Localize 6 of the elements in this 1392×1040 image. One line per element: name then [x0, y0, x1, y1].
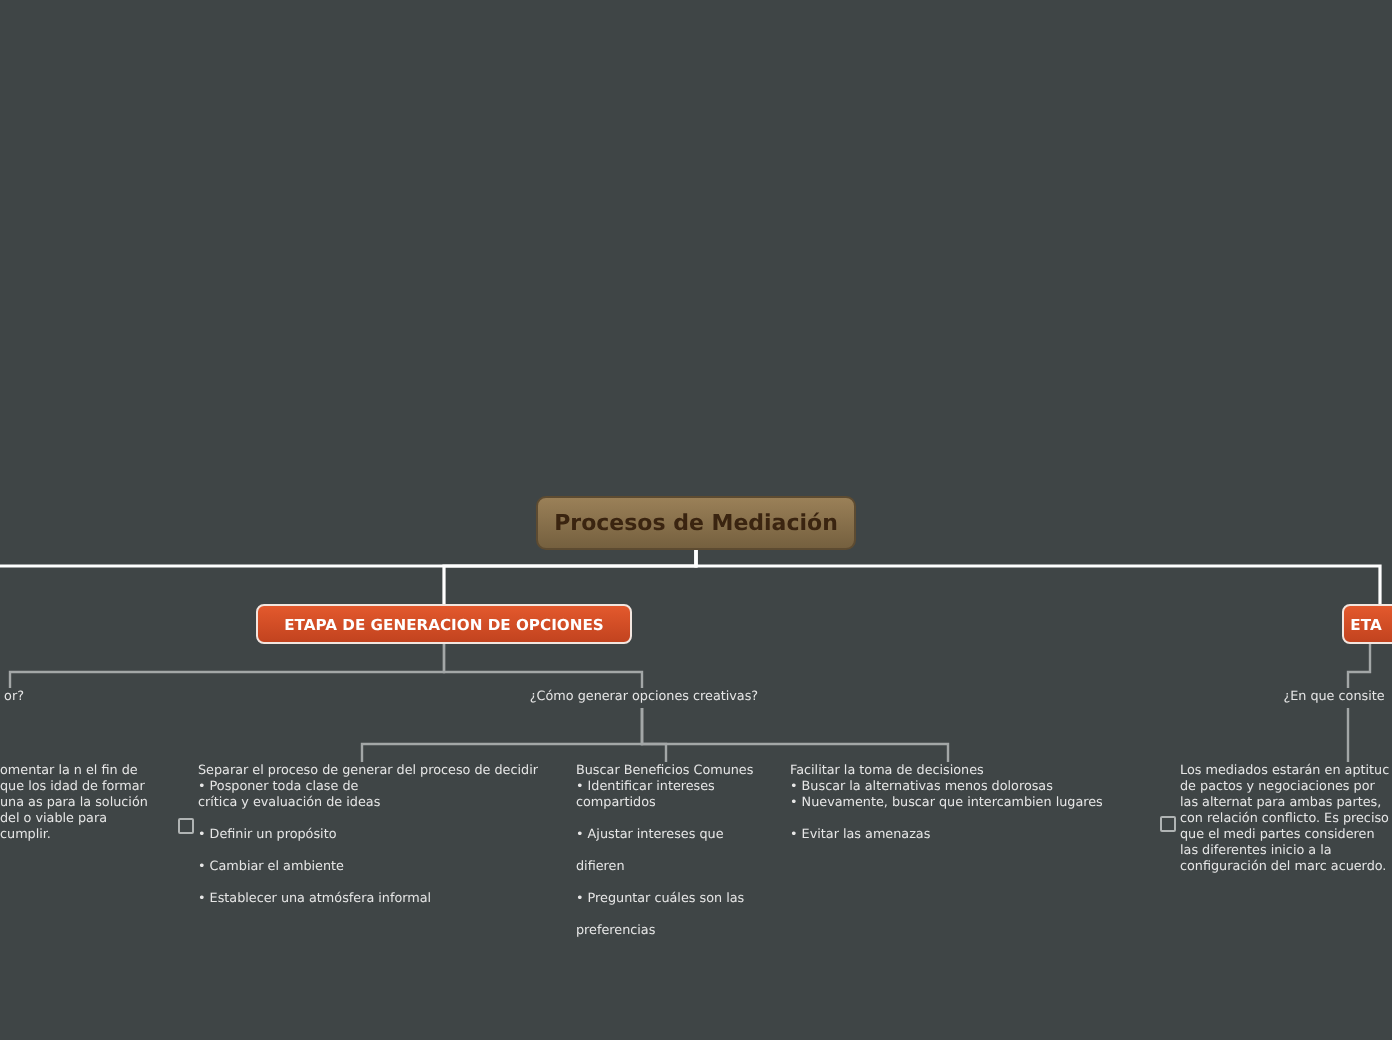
connector-line: [1346, 708, 1350, 762]
connector-line: [1346, 644, 1372, 688]
topic-box: Procesos de Mediación: [536, 496, 856, 550]
connector-line: [640, 708, 950, 762]
connector-line: [0, 550, 698, 568]
connector-line: [442, 644, 644, 688]
